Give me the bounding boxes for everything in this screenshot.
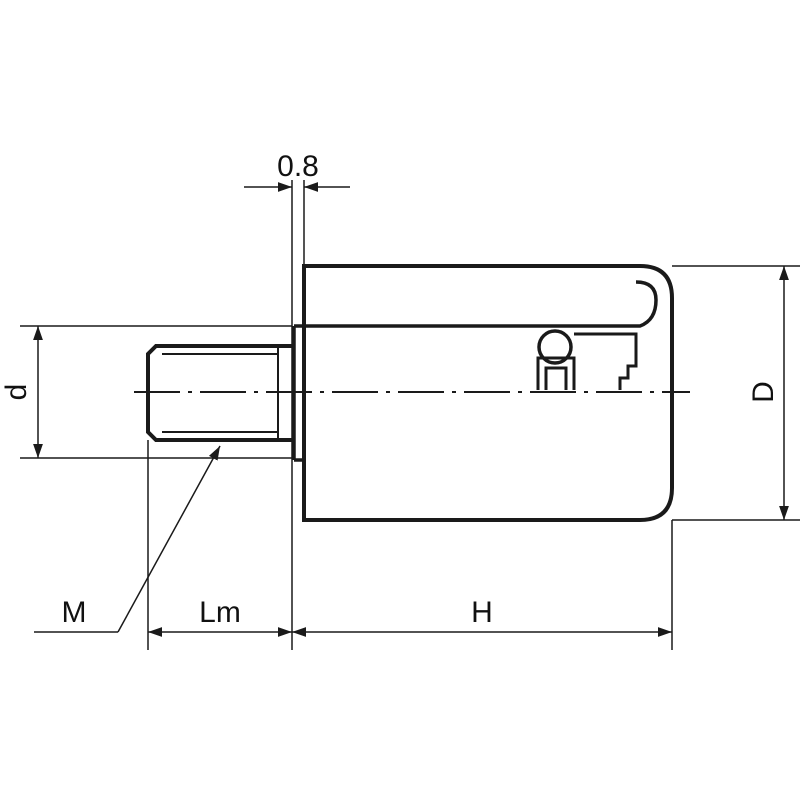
dimension-H: H (292, 596, 672, 637)
offset-label: 0.8 (277, 150, 319, 183)
H-label: H (471, 596, 493, 629)
dimension-Lm: Lm (148, 596, 292, 637)
dimension-d: d (0, 326, 43, 458)
D-label: D (747, 381, 780, 403)
ball-detent (536, 329, 638, 390)
ball (537, 329, 573, 365)
d-label: d (0, 384, 33, 401)
dimension-D: D (747, 266, 789, 520)
thread-callout: M (34, 445, 221, 633)
Lm-label: Lm (199, 596, 241, 629)
extension-lines (20, 180, 800, 650)
dimension-offset: 0.8 (244, 150, 350, 192)
M-label: M (62, 596, 87, 629)
